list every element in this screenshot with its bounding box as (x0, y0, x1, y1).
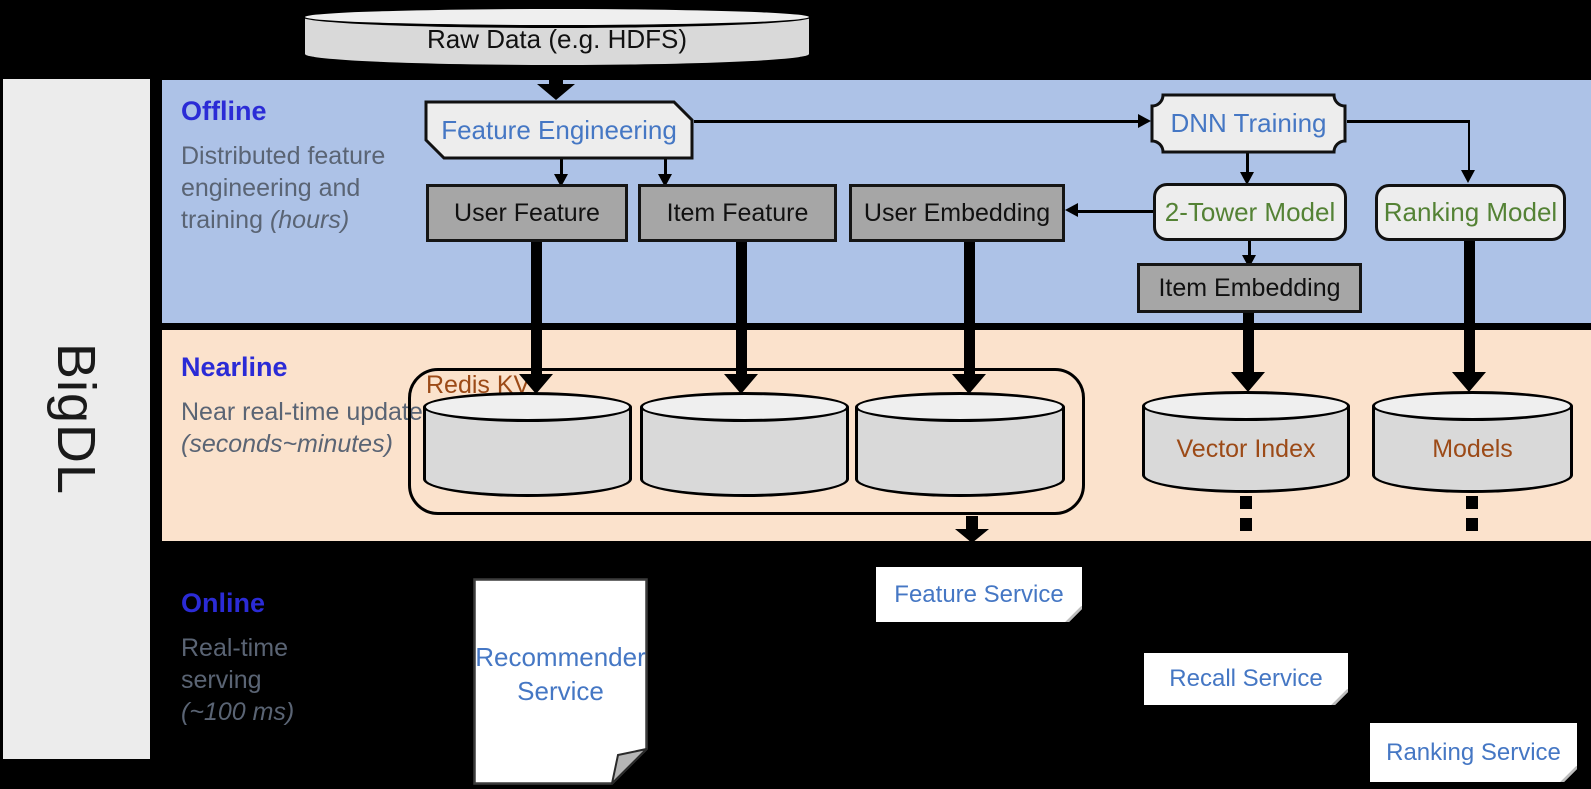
arrow-userfeature-to-kv (531, 242, 542, 374)
arrowhead (952, 374, 986, 394)
item-feature-label: Item Feature (666, 198, 809, 227)
user-embedding-label: User Embedding (863, 198, 1051, 227)
item-embedding-node: Item Embedding (1137, 263, 1362, 313)
arrow-dnn-to-ranking-v (1467, 120, 1470, 170)
ranking-service-label: Ranking Service (1386, 738, 1561, 766)
cylinder-body (855, 407, 1065, 497)
dnn-training-node: DNN Training (1150, 93, 1347, 154)
cylinder-body (640, 407, 849, 497)
arrowhead (1461, 170, 1475, 183)
user-feature-node: User Feature (426, 184, 628, 242)
kv-store-cylinder-3 (855, 392, 1065, 497)
arrow-rawdata-to-fe (549, 66, 563, 84)
arrow-vectorindex-down-dash1 (1240, 496, 1252, 509)
recommender-service-node: Recommender Service (473, 578, 650, 787)
arrowhead (537, 84, 575, 100)
kv-store-cylinder-1 (423, 392, 632, 497)
user-embedding-node: User Embedding (849, 184, 1065, 242)
feature-engineering-label: Feature Engineering (441, 114, 677, 145)
two-tower-model-label: 2-Tower Model (1164, 196, 1336, 227)
nearline-desc-em: (seconds~minutes) (181, 430, 393, 458)
arrow-vectorindex-down-dash2 (1240, 518, 1252, 531)
arrow-twotower-to-userembedding (1078, 210, 1154, 213)
nearline-title: Nearline (181, 352, 288, 382)
arrowhead (1240, 172, 1254, 185)
arrow-itemfeature-to-kv (736, 242, 747, 374)
recall-service-label: Recall Service (1169, 665, 1323, 692)
arrowhead (1231, 372, 1265, 392)
arrowhead (658, 174, 672, 187)
page-fold (1064, 606, 1082, 622)
vector-index-label: Vector Index (1176, 435, 1316, 463)
arrow-kv-to-featureservice-dash (966, 516, 978, 529)
bigdl-sidebar: BigDL (3, 79, 150, 759)
online-desc-text: Real-time serving (181, 634, 288, 694)
feature-service-label: Feature Service (894, 580, 1064, 608)
raw-data-store: Raw Data (e.g. HDFS) (302, 6, 812, 68)
nearline-desc-text: Near real-time update (181, 398, 423, 426)
raw-data-label: Raw Data (e.g. HDFS) (426, 24, 688, 54)
cylinder-body (423, 407, 632, 497)
models-label: Models (1432, 435, 1513, 463)
arrowhead (519, 374, 553, 394)
nearline-description: Near real-time update (seconds~minutes) (181, 396, 433, 460)
cylinder-top (302, 6, 812, 28)
arrow-fe-to-userfeature (560, 158, 563, 178)
user-feature-label: User Feature (454, 198, 600, 227)
arrow-dnn-to-twotower (1246, 152, 1249, 174)
item-feature-node: Item Feature (638, 184, 837, 242)
arrow-models-down-dash1 (1466, 496, 1478, 509)
cylinder-top (1142, 391, 1350, 421)
feature-service-node: Feature Service (876, 567, 1082, 622)
arrowhead (724, 374, 758, 394)
recall-service-node: Recall Service (1144, 653, 1348, 705)
offline-desc-em: (hours) (269, 206, 350, 234)
arrow-fe-to-dnn (694, 120, 1142, 123)
arrow-fe-to-itemfeature (664, 158, 667, 178)
arrow-itemembedding-to-vectorindex (1243, 313, 1254, 372)
arrow-twotower-to-itemembedding (1248, 239, 1251, 257)
arrow-userembedding-to-kv (964, 242, 975, 374)
arrowhead (1138, 113, 1151, 128)
arrow-dnn-to-ranking-h (1347, 120, 1470, 123)
online-title: Online (181, 588, 266, 618)
bigdl-logo-text: BigDL (46, 342, 107, 496)
cylinder-top (640, 392, 849, 422)
two-tower-model-node: 2-Tower Model (1153, 183, 1347, 241)
recommender-service-label: Recommender Service (475, 642, 646, 706)
cylinder-top (423, 392, 632, 422)
feature-engineering-shape (424, 100, 694, 160)
arrow-rankingmodel-to-models (1464, 241, 1475, 372)
arrow-models-down-dash2 (1466, 518, 1478, 531)
ranking-service-node: Ranking Service (1370, 723, 1577, 782)
kv-store-cylinder-2 (640, 392, 849, 497)
arrowhead (1452, 372, 1486, 392)
cylinder-top (855, 392, 1065, 422)
offline-desc-text: Distributed feature engineering and trai… (181, 142, 386, 234)
ranking-model-node: Ranking Model (1375, 184, 1566, 241)
item-embedding-label: Item Embedding (1158, 273, 1341, 302)
arrowhead (955, 529, 989, 543)
online-description: Real-time serving (~100 ms) (181, 632, 326, 728)
feature-engineering-node: Feature Engineering (424, 100, 694, 160)
document-shape (473, 578, 650, 787)
arrowhead (554, 174, 568, 187)
arrowhead (1065, 203, 1078, 217)
online-desc-em: (~100 ms) (181, 698, 295, 726)
offline-title: Offline (181, 96, 267, 126)
page-fold (1330, 689, 1348, 705)
cylinder-top (1372, 391, 1573, 421)
dnn-training-label: DNN Training (1170, 108, 1327, 138)
dnn-training-shape (1150, 93, 1347, 154)
page-fold (1559, 766, 1577, 782)
vector-index-store: Vector Index (1142, 391, 1350, 493)
offline-description: Distributed feature engineering and trai… (181, 140, 403, 236)
ranking-model-label: Ranking Model (1383, 197, 1558, 227)
models-store: Models (1372, 391, 1573, 493)
